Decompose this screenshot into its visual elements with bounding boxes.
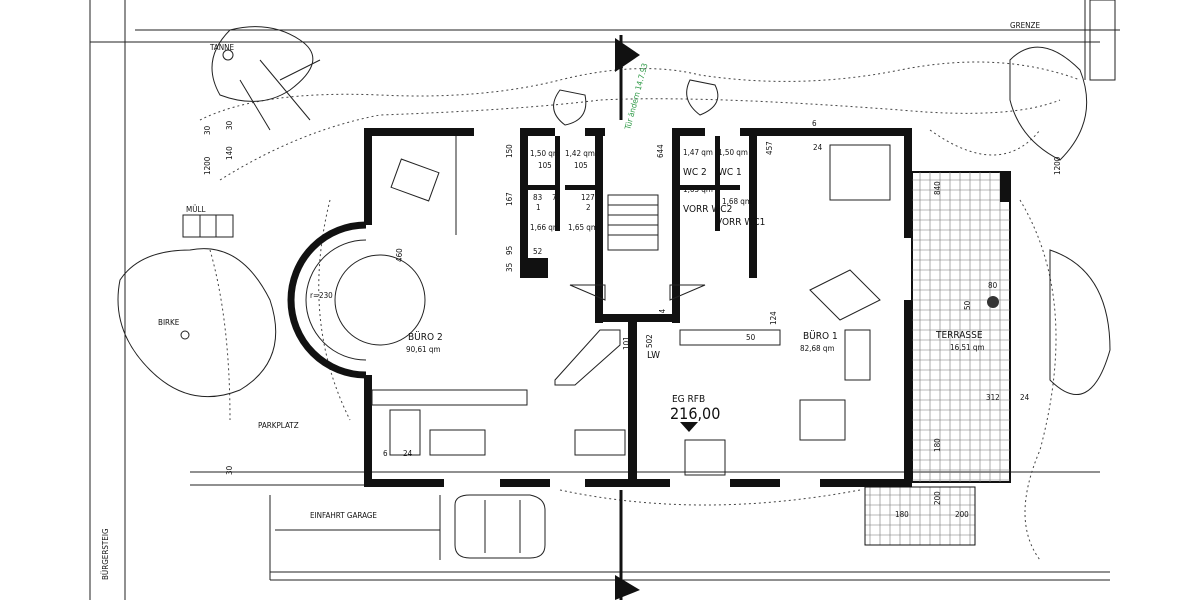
label-einfahrt-garage: EINFAHRT GARAGE xyxy=(310,511,377,520)
svg-text:35: 35 xyxy=(505,263,514,272)
room-terrace-area: 16,51 qm xyxy=(950,343,984,352)
svg-text:A: A xyxy=(617,60,624,71)
svg-text:460: 460 xyxy=(395,248,404,262)
svg-text:840: 840 xyxy=(933,181,942,195)
svg-text:1,65 qm: 1,65 qm xyxy=(683,185,713,194)
label-grenze: GRENZE xyxy=(1010,21,1040,30)
svg-text:80: 80 xyxy=(988,281,998,290)
svg-text:50: 50 xyxy=(963,300,972,310)
svg-text:24: 24 xyxy=(403,449,413,458)
svg-text:6: 6 xyxy=(812,119,817,128)
furniture xyxy=(371,136,891,476)
svg-text:24: 24 xyxy=(658,308,667,318)
tree-birke-icon xyxy=(117,248,277,398)
level-value: 216,00 xyxy=(670,404,720,423)
svg-text:1,47 qm: 1,47 qm xyxy=(683,148,713,157)
terrace xyxy=(864,171,1011,546)
svg-text:1,50 qm: 1,50 qm xyxy=(718,148,748,157)
svg-text:457: 457 xyxy=(765,141,774,155)
svg-text:644: 644 xyxy=(656,144,665,158)
walls xyxy=(364,128,912,487)
bay-window xyxy=(287,221,426,379)
section-marker-bottom: A xyxy=(615,490,640,600)
label-muell: MÜLL xyxy=(186,204,206,214)
svg-text:30: 30 xyxy=(225,120,234,130)
svg-text:24: 24 xyxy=(1020,393,1030,402)
svg-text:124: 124 xyxy=(769,311,778,325)
handwritten-note: Tür ändern 14.7.93 xyxy=(623,62,650,131)
svg-text:83: 83 xyxy=(533,193,542,202)
svg-text:1200: 1200 xyxy=(1053,156,1062,175)
svg-text:167: 167 xyxy=(505,192,514,206)
svg-text:180: 180 xyxy=(933,438,942,452)
labels: TANNE GRENZE MÜLL BIRKE PARKPLATZ BÜRGER… xyxy=(100,21,1040,580)
conference-table xyxy=(334,254,426,346)
room-office1-area: 82,68 qm xyxy=(800,344,834,353)
svg-text:105: 105 xyxy=(574,161,588,170)
svg-text:502: 502 xyxy=(645,334,654,348)
svg-text:200: 200 xyxy=(955,510,969,519)
svg-text:150: 150 xyxy=(505,144,514,158)
svg-text:7: 7 xyxy=(552,193,557,202)
svg-text:1,65 qm: 1,65 qm xyxy=(568,223,598,232)
room-wc2: WC 2 xyxy=(683,167,707,178)
svg-text:180: 180 xyxy=(895,510,909,519)
svg-text:105: 105 xyxy=(538,161,552,170)
svg-text:50: 50 xyxy=(746,333,756,342)
label-lw: LW xyxy=(647,350,660,361)
room-wc1: WC 1 xyxy=(718,167,742,178)
tree-tanne-icon xyxy=(222,49,234,61)
site-boundaries xyxy=(89,0,1120,600)
room-office1-name: BÜRO 1 xyxy=(803,329,838,342)
room-vorr-wc2: VORR WC2 xyxy=(683,204,732,215)
label-tanne: TANNE xyxy=(209,43,234,52)
svg-text:1,66 qm: 1,66 qm xyxy=(530,223,560,232)
label-parkplatz: PARKPLATZ xyxy=(258,421,299,430)
svg-text:24: 24 xyxy=(813,143,823,152)
svg-text:1,68 qm: 1,68 qm xyxy=(722,197,752,206)
room-terrace-name: TERRASSE xyxy=(935,330,983,341)
car-icon xyxy=(454,494,546,559)
section-marker-top: A xyxy=(615,35,640,120)
level-marker-icon xyxy=(680,422,698,432)
svg-text:52: 52 xyxy=(533,247,542,256)
svg-text:127: 127 xyxy=(581,193,595,202)
svg-text:140: 140 xyxy=(225,146,234,160)
room-vorr-wc1: VORR WC1 xyxy=(716,217,765,228)
vegetation xyxy=(117,26,1111,561)
svg-text:95: 95 xyxy=(505,246,514,255)
waste-enclosure xyxy=(182,214,234,238)
svg-text:30: 30 xyxy=(225,465,234,475)
svg-text:1: 1 xyxy=(536,203,541,212)
svg-text:1,50 qm: 1,50 qm xyxy=(530,149,560,158)
svg-text:312: 312 xyxy=(986,393,1000,402)
svg-text:1,42 qm: 1,42 qm xyxy=(565,149,595,158)
svg-text:2: 2 xyxy=(586,203,591,212)
label-radius: r=230 xyxy=(310,291,333,300)
svg-text:30: 30 xyxy=(203,125,212,135)
svg-text:A: A xyxy=(617,577,624,588)
label-buergersteig: BÜRGERSTEIG xyxy=(100,528,110,580)
svg-text:6: 6 xyxy=(383,449,388,458)
svg-text:1200: 1200 xyxy=(203,156,212,175)
dimensions: 1200 1200 30 140 30 30 150 167 95 35 52 … xyxy=(203,119,1062,519)
room-office2-name: BÜRO 2 xyxy=(408,330,443,343)
level-name: EG RFB xyxy=(672,394,705,405)
svg-text:101: 101 xyxy=(622,336,631,350)
room-office2-area: 90,61 qm xyxy=(406,345,440,354)
label-birke: BIRKE xyxy=(158,318,180,327)
svg-text:200: 200 xyxy=(933,491,942,505)
